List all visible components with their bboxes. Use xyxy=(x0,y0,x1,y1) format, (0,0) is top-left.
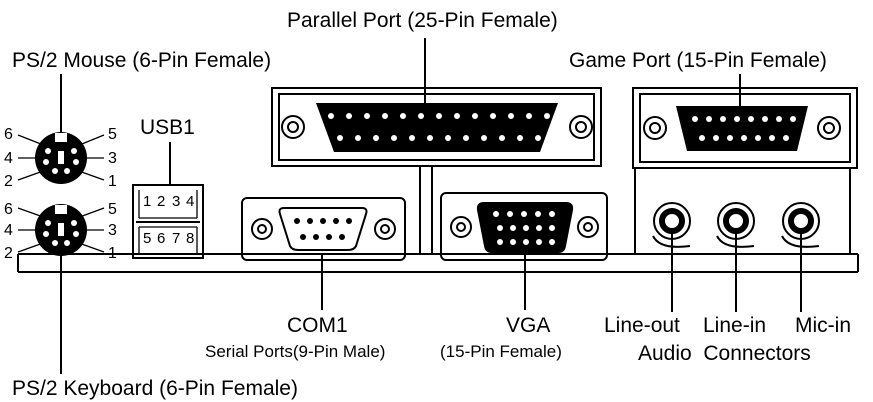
ps2-keyboard-pin-4: 4 xyxy=(4,222,13,239)
line-in-label: Line-in xyxy=(703,314,767,337)
parallel-port xyxy=(271,87,602,167)
ps2-mouse-pin-6: 6 xyxy=(4,126,13,143)
ps2-mouse-pin-3: 3 xyxy=(108,150,117,167)
vga-sublabel: (15-Pin Female) xyxy=(440,342,562,361)
parallel-port-stand xyxy=(419,166,433,254)
ps2-mouse-connector xyxy=(35,132,87,184)
usb-pin-1: 1 xyxy=(143,193,152,210)
ps2-keyboard-pin-5: 5 xyxy=(108,201,117,218)
vga-label: VGA xyxy=(506,314,551,337)
usb-connector xyxy=(132,184,204,259)
mic-in-jack xyxy=(781,202,820,248)
usb-label: USB1 xyxy=(140,116,195,139)
ps2-keyboard-pin-leaders xyxy=(17,207,105,253)
ps2-keyboard-label: PS/2 Keyboard (6-Pin Female) xyxy=(12,377,298,400)
ps2-mouse-pin-5: 5 xyxy=(108,126,117,143)
panel-base-strip xyxy=(17,253,859,273)
com1-label: COM1 xyxy=(287,314,348,337)
com1-sublabel: Serial Ports(9-Pin Male) xyxy=(205,342,386,361)
com1-serial-port xyxy=(241,197,406,261)
ps2-keyboard-pin-6: 6 xyxy=(4,201,13,218)
usb-pin-7: 7 xyxy=(172,230,181,247)
usb-pin-5: 5 xyxy=(143,230,152,247)
ps2-keyboard-pin-1: 1 xyxy=(108,245,117,262)
usb-pin-6: 6 xyxy=(157,230,166,247)
ps2-mouse-pin-2: 2 xyxy=(4,173,13,190)
usb-pin-3: 3 xyxy=(172,193,181,210)
ps2-keyboard-pin-3: 3 xyxy=(108,222,117,239)
audio-block xyxy=(634,168,851,254)
usb-pin-2: 2 xyxy=(157,193,166,210)
game-port-label: Game Port (15-Pin Female) xyxy=(569,49,827,72)
game-port xyxy=(632,87,858,169)
usb-pin-8: 8 xyxy=(186,230,195,247)
line-out-label: Line-out xyxy=(604,314,680,337)
ps2-mouse-label: PS/2 Mouse (6-Pin Female) xyxy=(12,49,272,72)
ps2-mouse-pin-leaders xyxy=(17,134,105,181)
usb-pin-4: 4 xyxy=(186,193,195,210)
ps2-keyboard-pin-2: 2 xyxy=(4,245,13,262)
mic-in-label: Mic-in xyxy=(795,314,851,337)
audio-connectors-label: Audio Connectors xyxy=(638,342,811,365)
ps2-mouse-pin-4: 4 xyxy=(4,150,13,167)
ps2-mouse-pin-1: 1 xyxy=(108,173,117,190)
vga-port xyxy=(440,192,608,261)
parallel-port-label: Parallel Port (25-Pin Female) xyxy=(287,9,558,32)
ps2-keyboard-connector xyxy=(35,204,87,256)
